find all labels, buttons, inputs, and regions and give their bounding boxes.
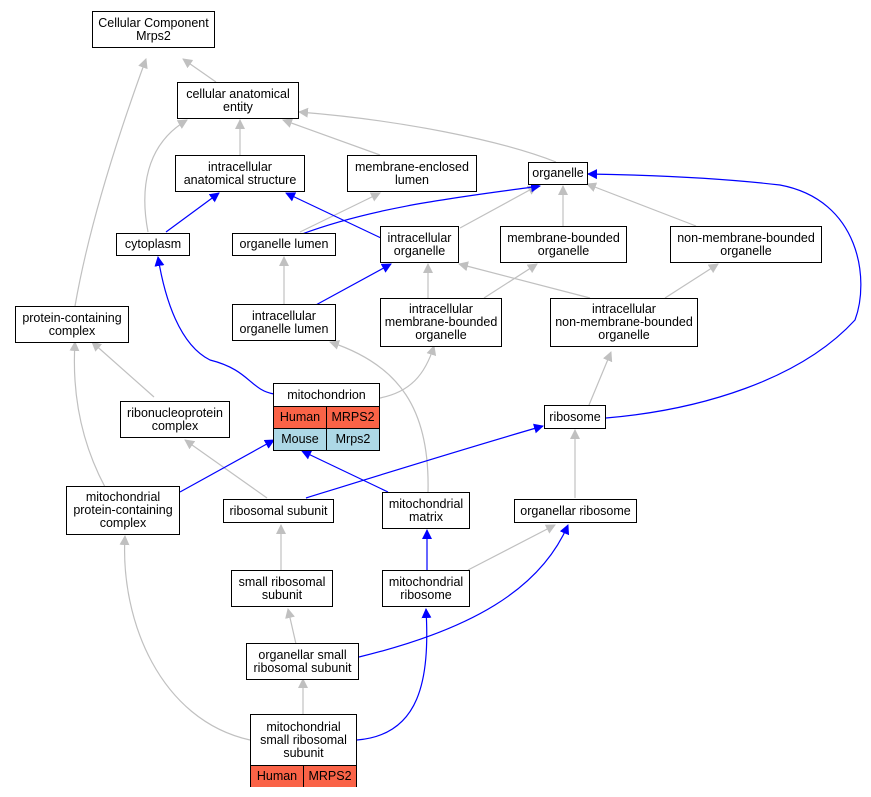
node-mitochondrial-small-ribosomal-subunit[interactable]: mitochondrial small ribosomal subunit Hu… bbox=[250, 714, 357, 787]
mssu-human-row: Human MRPS2 bbox=[251, 765, 356, 787]
node-mitochondrion[interactable]: mitochondrion Human MRPS2 Mouse Mrps2 bbox=[273, 383, 380, 451]
edge-mma-to-iol bbox=[329, 340, 429, 493]
edge-oss-to-srs bbox=[285, 608, 297, 645]
mouse-gene-cell: Mrps2 bbox=[326, 429, 379, 450]
edge-mssu-to-mpc bbox=[119, 535, 251, 741]
mitochondrion-human-row: Human MRPS2 bbox=[274, 406, 379, 428]
edge-mssu-to-mir bbox=[356, 608, 432, 741]
edge-mito-to-cyt bbox=[154, 256, 275, 395]
edge-inm-to-ino bbox=[458, 261, 591, 299]
edge-mir-to-orr bbox=[467, 524, 556, 571]
node-organelle[interactable]: organelle bbox=[528, 162, 588, 185]
edge-nmb-to-org bbox=[586, 182, 697, 227]
mitochondrion-mouse-row: Mouse Mrps2 bbox=[274, 428, 379, 450]
node-ribosomal-subunit[interactable]: ribosomal subunit bbox=[223, 499, 334, 523]
edge-orl-to-mel bbox=[299, 192, 381, 233]
edge-pcc-to-cc bbox=[74, 58, 148, 307]
human-species-cell: Human bbox=[279, 410, 321, 424]
edge-mito-to-imb bbox=[379, 345, 437, 399]
edge-orl-to-org bbox=[301, 182, 541, 235]
edge-cyt-to-ias bbox=[165, 192, 220, 233]
edge-oss-to-orr bbox=[358, 524, 570, 658]
human-species-cell: Human bbox=[256, 769, 298, 783]
edge-rib-to-inm bbox=[588, 351, 613, 406]
edge-org-to-cae bbox=[298, 107, 557, 163]
edge-cae-to-cc bbox=[182, 58, 217, 83]
edge-imb-to-mbo bbox=[483, 263, 538, 299]
edge-mpc-to-pcc bbox=[69, 341, 106, 488]
mitochondrion-label: mitochondrion bbox=[287, 387, 366, 402]
node-organelle-lumen[interactable]: organelle lumen bbox=[232, 233, 336, 256]
node-organellar-ribosome[interactable]: organellar ribosome bbox=[514, 499, 637, 523]
edge-mel-to-cae bbox=[282, 118, 381, 156]
edge-inm-to-nmb bbox=[664, 263, 719, 299]
edge-rsu-to-rib bbox=[305, 423, 544, 499]
edge-mma-to-mito bbox=[301, 450, 389, 493]
human-gene-cell: MRPS2 bbox=[326, 407, 379, 428]
edge-ino-to-org bbox=[459, 185, 538, 229]
edge-cyt-to-cae bbox=[144, 119, 188, 233]
edge-iol-to-ino bbox=[313, 263, 392, 307]
edge-ino-to-ias bbox=[285, 192, 382, 239]
edge-mpc-to-mito bbox=[179, 439, 275, 493]
edge-rnp-to-pcc bbox=[91, 341, 155, 398]
node-ribosome[interactable]: ribosome bbox=[544, 405, 606, 429]
mouse-species-cell: Mouse bbox=[281, 432, 319, 446]
human-gene-cell: MRPS2 bbox=[303, 766, 356, 787]
edge-rib-to-org bbox=[587, 169, 862, 419]
edge-rsu-to-rnp bbox=[184, 439, 268, 499]
node-cytoplasm[interactable]: cytoplasm bbox=[116, 233, 190, 256]
